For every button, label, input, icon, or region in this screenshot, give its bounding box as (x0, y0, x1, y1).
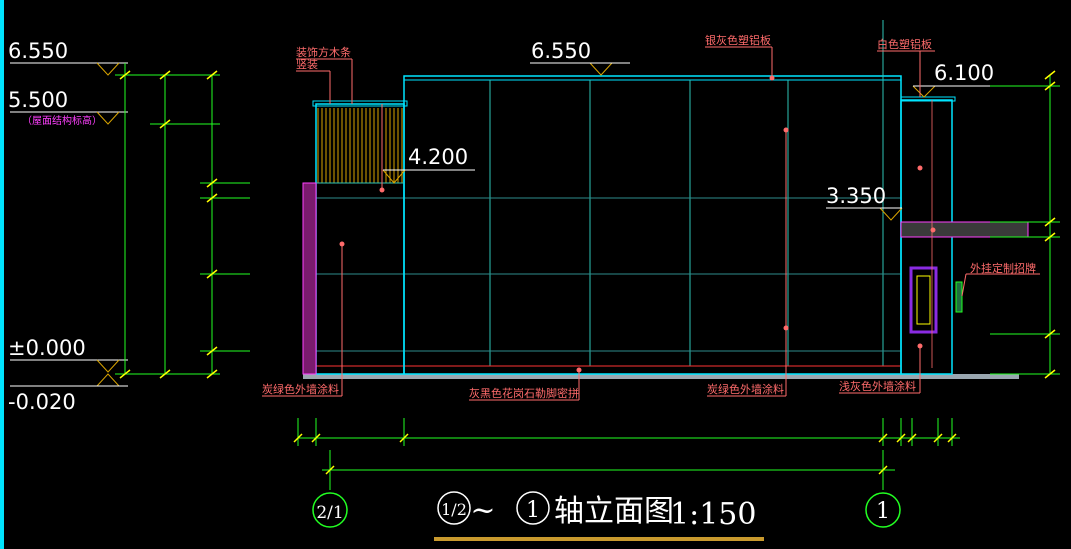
annotation-light-gray-paint: 浅灰色外墙涂料 (839, 379, 916, 393)
roof-structure-note: （屋面结构标高） (22, 114, 102, 127)
building-elevation (302, 20, 1029, 379)
axis-bubble-left: 2/1 (312, 492, 348, 528)
annotation-white-panel: 白色塑铝板 (877, 37, 932, 51)
left-dimension-chains (115, 63, 250, 375)
axis-bubble-right: 1 (865, 492, 901, 528)
annotation-sign-box: 外挂定制招牌 (970, 261, 1036, 275)
roof-level-marks: 6.550 6.100 4.200 3.350 (382, 39, 1000, 221)
left-annex (315, 103, 405, 375)
bottom-dimension-chains (297, 418, 960, 490)
level-label-minus: -0.020 (8, 390, 76, 414)
main-facade (403, 75, 902, 375)
annotation-wood-strips-1: 装饰方木条 (296, 45, 351, 59)
annotation-granite-skirting: 灰黑色花岗石勒脚密拼 (469, 386, 579, 400)
title-scale: 1:150 (670, 497, 756, 532)
wood-strip-hatch (317, 108, 403, 183)
level-label-4200: 4.200 (408, 145, 468, 169)
title-axis-to: 1 (526, 498, 540, 523)
annotation-leaders (262, 46, 1040, 401)
level-label-5500: 5.500 (8, 88, 68, 112)
annotation-dark-green-paint-left: 炭绿色外墙涂料 (262, 382, 339, 396)
bottom-dimension-ticks (293, 433, 957, 475)
level-label-ground: ±0.000 (8, 336, 86, 360)
annotation-dark-green-paint-right: 炭绿色外墙涂料 (707, 382, 784, 396)
left-level-marks: 6.550 5.500 （屋面结构标高） ±0.000 -0.020 (8, 39, 128, 414)
annotation-wood-strips-2: 竖装 (296, 58, 318, 71)
title-tilde: ~ (470, 493, 495, 528)
annotation-dots (339, 75, 936, 373)
title-axis-from: 1/2 (441, 500, 467, 519)
sign-box (909, 266, 938, 334)
right-canopy (900, 221, 1029, 238)
level-label-6550-left: 6.550 (8, 39, 68, 63)
title-text: 轴立面图 (554, 494, 674, 529)
right-dimension-chain (990, 75, 1060, 375)
left-pillar (302, 182, 317, 375)
left-dimension-ticks (119, 70, 218, 379)
annotation-silver-gray-panel: 银灰色塑铝板 (705, 33, 771, 47)
axis-label-left: 2/1 (316, 503, 343, 523)
ground-line (303, 374, 1019, 379)
level-label-3350: 3.350 (826, 184, 886, 208)
drawing-title: 1/2 ~ 1 轴立面图 1:150 (434, 491, 764, 541)
level-label-6550-roof: 6.550 (531, 39, 591, 63)
viewport-edge-bar (0, 0, 4, 549)
level-label-6100: 6.100 (934, 61, 994, 85)
axis-label-right: 1 (876, 499, 890, 524)
title-underline (434, 537, 764, 541)
right-dimension-ticks (1044, 70, 1056, 379)
